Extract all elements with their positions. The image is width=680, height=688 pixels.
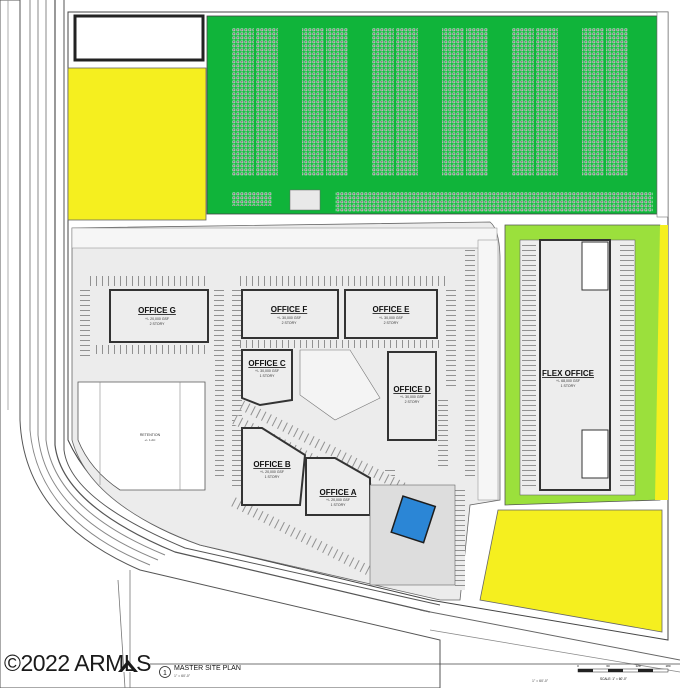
office-d-label: OFFICE D (393, 385, 431, 394)
office-a-label: OFFICE A (319, 488, 356, 497)
parking-stalls (80, 250, 475, 590)
building-office-d[interactable]: OFFICE D +/- 30,000 GSF 2 STORY (387, 351, 437, 441)
office-b-label: OFFICE B (253, 460, 291, 469)
office-f-stories: 2 STORY (282, 321, 298, 325)
retention-basin: RETENTION +/- 1 AC (77, 381, 206, 491)
north-arrow-icon (118, 660, 138, 672)
office-e-stories: 2 STORY (384, 321, 400, 325)
office-b-area: +/- 20,000 GSF (260, 470, 284, 474)
plan-scale-right: 1" = 60'-0" (532, 679, 549, 683)
building-office-c[interactable]: OFFICE C +/- 30,000 GSF 1 STORY (241, 349, 293, 407)
office-g-label: OFFICE G (138, 306, 176, 315)
scale-tick-2: 120 (635, 664, 640, 668)
scale-caption: SCALE: 1" = 60'-0" (600, 677, 627, 681)
existing-structure (73, 14, 205, 62)
flex-office-label: FLEX OFFICE (542, 369, 595, 378)
plan-number: 1 (163, 670, 167, 677)
office-a-area: +/- 20,000 GSF (326, 498, 350, 502)
solar-field (206, 15, 658, 215)
flex-office-parcel[interactable]: FLEX OFFICE +/- 68,000 GSF 1 STORY (504, 224, 668, 506)
retention-label: RETENTION (140, 433, 161, 437)
office-c-label: OFFICE C (248, 359, 286, 368)
office-b-stories: 1 STORY (265, 475, 281, 479)
plan-title: MASTER SITE PLAN (174, 665, 241, 672)
scale-tick-3: 180 (665, 664, 670, 668)
office-g-area: +/- 20,000 GSF (145, 317, 169, 321)
office-c-area: +/- 30,000 GSF (255, 369, 279, 373)
building-office-f[interactable]: OFFICE F +/- 30,000 GSF 2 STORY (241, 289, 339, 339)
office-d-area: +/- 30,000 GSF (400, 395, 424, 399)
yellow-parcel-northwest (67, 67, 207, 221)
building-office-e[interactable]: OFFICE E +/- 30,000 GSF 2 STORY (344, 289, 438, 339)
office-a-stories: 1 STORY (331, 503, 347, 507)
plan-scale-note: 1" = 60'-0" (174, 674, 191, 678)
plan-number-bubble (159, 666, 171, 678)
scale-tick-1: 60 (606, 664, 610, 668)
office-f-area: +/- 30,000 GSF (277, 316, 301, 320)
office-e-label: OFFICE E (373, 305, 411, 314)
office-c-stories: 1 STORY (260, 374, 276, 378)
amenity-pool[interactable] (369, 484, 456, 586)
flex-office-stories: 1 STORY (561, 384, 577, 388)
scale-bar: 0 60 120 180 SCALE: 1" = 60'-0" (577, 664, 671, 681)
flex-office-area: +/- 68,000 GSF (556, 379, 580, 383)
building-office-g[interactable]: OFFICE G +/- 20,000 GSF 2 STORY (109, 289, 209, 343)
watermark: ©2022 ARMLS (4, 650, 151, 676)
retention-sub: +/- 1 AC (145, 438, 157, 442)
scale-tick-0: 0 (577, 664, 579, 668)
office-e-area: +/- 30,000 GSF (379, 316, 403, 320)
yellow-parcel-southeast (479, 509, 663, 633)
office-g-stories: 2 STORY (150, 322, 166, 326)
office-f-label: OFFICE F (271, 305, 308, 314)
office-d-stories: 2 STORY (405, 400, 421, 404)
building-office-b[interactable]: OFFICE B +/- 20,000 GSF 1 STORY (241, 427, 307, 506)
